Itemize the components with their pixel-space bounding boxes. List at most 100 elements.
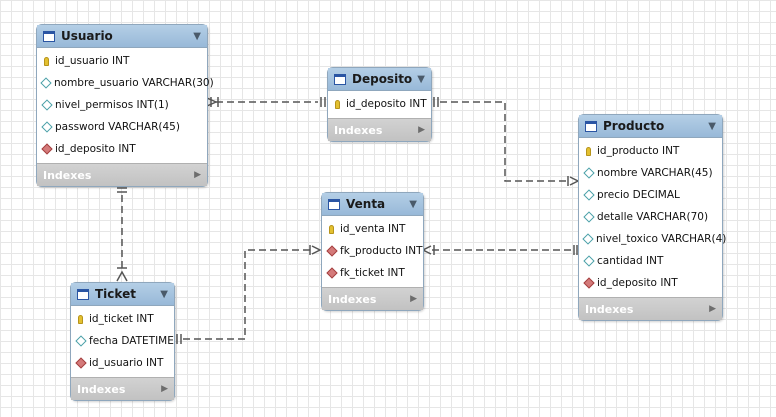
expand-arrow-icon[interactable]: ▶ — [418, 125, 425, 135]
entity-header[interactable]: Deposito ▼ — [328, 68, 431, 91]
field-label: detalle VARCHAR(70) — [597, 211, 709, 223]
fk-icon — [325, 267, 338, 279]
entity-header[interactable]: Usuario ▼ — [37, 25, 207, 48]
field-row[interactable]: id_usuario INT — [71, 352, 174, 374]
indexes-label: Indexes — [334, 123, 383, 137]
indexes-section[interactable]: Indexes ▶ — [328, 118, 431, 141]
column-icon — [582, 211, 595, 223]
field-label: fk_ticket INT — [340, 267, 405, 279]
column-icon — [40, 77, 52, 89]
collapse-arrow-icon[interactable]: ▼ — [708, 120, 716, 132]
entity-venta[interactable]: Venta ▼ id_venta INT fk_producto INT fk_… — [321, 192, 424, 311]
field-label: id_deposito INT — [346, 98, 427, 110]
column-icon — [40, 121, 53, 133]
rel-usuario-ticket — [116, 187, 128, 282]
rel-ticket-venta — [176, 245, 322, 344]
column-icon — [582, 167, 595, 179]
expand-arrow-icon[interactable]: ▶ — [194, 170, 201, 180]
field-label: id_ticket INT — [89, 313, 154, 325]
entity-header[interactable]: Venta ▼ — [322, 193, 423, 216]
rel-deposito-producto — [433, 97, 580, 186]
entity-fields: id_usuario INT nombre_usuario VARCHAR(30… — [37, 48, 214, 163]
field-label: id_venta INT — [340, 223, 406, 235]
indexes-label: Indexes — [77, 382, 126, 396]
column-icon — [40, 99, 53, 111]
field-row[interactable]: fk_producto INT — [322, 240, 423, 262]
pk-key-icon — [584, 146, 593, 156]
indexes-section[interactable]: Indexes ▶ — [37, 163, 207, 186]
entity-header[interactable]: Producto ▼ — [579, 115, 722, 138]
entity-title: Usuario — [61, 29, 113, 43]
entity-title: Ticket — [95, 287, 136, 301]
field-label: precio DECIMAL — [597, 189, 680, 201]
field-label: id_usuario INT — [89, 357, 164, 369]
column-icon — [582, 189, 595, 201]
fk-icon — [40, 143, 53, 155]
field-row[interactable]: id_deposito INT — [328, 93, 431, 115]
field-row[interactable]: nombre VARCHAR(45) — [579, 162, 722, 184]
field-label: fecha DATETIME — [89, 335, 174, 347]
column-icon — [582, 233, 594, 245]
table-icon — [328, 198, 340, 210]
entity-fields: id_producto INT nombre VARCHAR(45) preci… — [579, 138, 726, 297]
field-row[interactable]: id_producto INT — [579, 140, 722, 162]
entity-title: Deposito — [352, 72, 413, 86]
fk-icon — [582, 277, 595, 289]
collapse-arrow-icon[interactable]: ▼ — [409, 198, 417, 210]
entity-usuario[interactable]: Usuario ▼ id_usuario INT nombre_usuario … — [36, 24, 214, 187]
entity-title: Producto — [603, 119, 665, 133]
fk-icon — [325, 245, 338, 257]
field-row[interactable]: detalle VARCHAR(70) — [579, 206, 722, 228]
field-row[interactable]: id_deposito INT — [579, 272, 722, 294]
field-row[interactable]: fecha DATETIME — [71, 330, 174, 352]
field-row[interactable]: password VARCHAR(45) — [37, 116, 207, 138]
pk-key-icon — [42, 56, 51, 66]
field-row[interactable]: id_usuario INT — [37, 50, 207, 72]
entity-title: Venta — [346, 197, 386, 211]
field-label: password VARCHAR(45) — [55, 121, 180, 133]
field-row[interactable]: id_ticket INT — [71, 308, 174, 330]
field-row[interactable]: id_deposito INT — [37, 138, 207, 160]
field-row[interactable]: precio DECIMAL — [579, 184, 722, 206]
expand-arrow-icon[interactable]: ▶ — [709, 304, 716, 314]
column-icon — [582, 255, 595, 267]
field-label: cantidad INT — [597, 255, 664, 267]
field-label: nivel_permisos INT(1) — [55, 99, 169, 111]
field-row[interactable]: id_venta INT — [322, 218, 423, 240]
field-label: id_producto INT — [597, 145, 680, 157]
expand-arrow-icon[interactable]: ▶ — [161, 384, 168, 394]
collapse-arrow-icon[interactable]: ▼ — [193, 30, 201, 42]
entity-ticket[interactable]: Ticket ▼ id_ticket INT fecha DATETIME id… — [70, 282, 175, 401]
field-row[interactable]: nivel_permisos INT(1) — [37, 94, 207, 116]
entity-fields: id_ticket INT fecha DATETIME id_usuario … — [71, 306, 174, 377]
entity-deposito[interactable]: Deposito ▼ id_deposito INT Indexes ▶ — [327, 67, 432, 142]
indexes-label: Indexes — [43, 168, 92, 182]
field-row[interactable]: cantidad INT — [579, 250, 722, 272]
field-label: fk_producto INT — [340, 245, 423, 257]
field-label: id_deposito INT — [55, 143, 136, 155]
field-label: id_deposito INT — [597, 277, 678, 289]
table-icon — [585, 120, 597, 132]
entity-header[interactable]: Ticket ▼ — [71, 283, 174, 306]
indexes-section[interactable]: Indexes ▶ — [579, 297, 722, 320]
indexes-label: Indexes — [585, 302, 634, 316]
collapse-arrow-icon[interactable]: ▼ — [160, 288, 168, 300]
field-row[interactable]: nivel_toxico VARCHAR(4) — [579, 228, 726, 250]
expand-arrow-icon[interactable]: ▶ — [410, 294, 417, 304]
entity-fields: id_venta INT fk_producto INT fk_ticket I… — [322, 216, 423, 287]
entity-producto[interactable]: Producto ▼ id_producto INT nombre VARCHA… — [578, 114, 726, 321]
pk-key-icon — [76, 314, 85, 324]
entity-fields: id_deposito INT — [328, 91, 431, 118]
indexes-section[interactable]: Indexes ▶ — [322, 287, 423, 310]
table-icon — [43, 30, 55, 42]
collapse-arrow-icon[interactable]: ▼ — [417, 73, 425, 85]
field-row[interactable]: nombre_usuario VARCHAR(30) — [37, 72, 214, 94]
fk-icon — [74, 357, 87, 369]
table-icon — [77, 288, 89, 300]
field-row[interactable]: fk_ticket INT — [322, 262, 423, 284]
rel-producto-venta — [421, 245, 578, 255]
field-label: id_usuario INT — [55, 55, 130, 67]
field-label: nivel_toxico VARCHAR(4) — [596, 233, 727, 245]
indexes-section[interactable]: Indexes ▶ — [71, 377, 174, 400]
